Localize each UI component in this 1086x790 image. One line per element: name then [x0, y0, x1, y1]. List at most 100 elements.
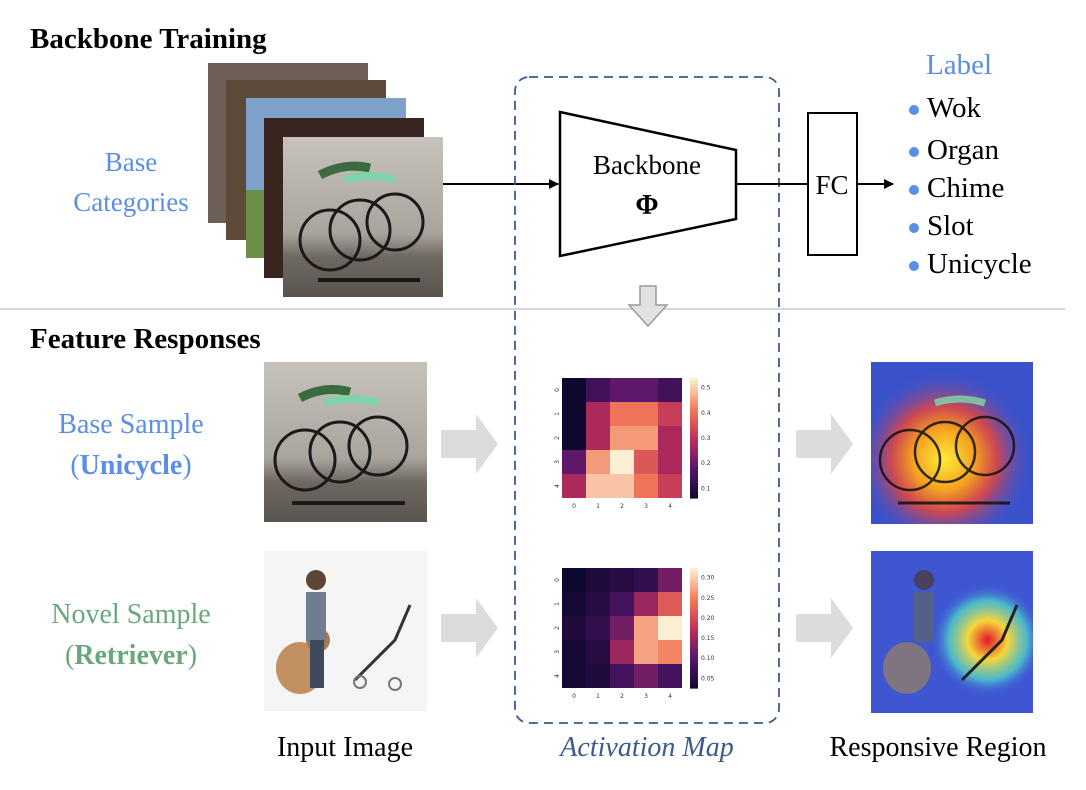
- base-category-image-stack: [208, 63, 443, 297]
- stack-image-front-unicycle: [283, 137, 443, 297]
- heatmap-x-tick: 4: [668, 693, 672, 700]
- colorbar-segment: [690, 676, 698, 680]
- colorbar-segment: [690, 435, 698, 439]
- colorbar-segment: [690, 580, 698, 584]
- gray-arrow-base-input: [441, 414, 498, 474]
- heatmap-cell: [562, 450, 586, 474]
- colorbar-segment: [690, 399, 698, 403]
- colorbar-segment: [690, 643, 698, 647]
- heatmap-cell: [562, 378, 586, 402]
- colorbar-segment: [690, 673, 698, 677]
- novel-responsive-region-image: [871, 551, 1033, 713]
- caption-activation-map: Activation Map: [558, 732, 733, 763]
- backbone-training-heading: Backbone Training: [30, 23, 267, 55]
- heatmap-cell: [562, 426, 586, 450]
- colorbar-segment: [690, 402, 698, 406]
- heatmap-cell: [586, 450, 610, 474]
- colorbar-segment: [690, 595, 698, 599]
- heatmap-y-tick: 4: [554, 484, 561, 488]
- colorbar-segment: [690, 661, 698, 665]
- colorbar-segment: [690, 411, 698, 415]
- colorbar-segment: [690, 438, 698, 442]
- heatmap-cell: [610, 592, 634, 616]
- novel-sample-close-paren: ): [188, 640, 197, 671]
- label-item-organ: Organ: [927, 134, 999, 166]
- heatmap-cell: [562, 474, 586, 498]
- caption-responsive-region: Responsive Region: [830, 732, 1047, 763]
- colorbar-segment: [690, 667, 698, 671]
- colorbar-segment: [690, 429, 698, 433]
- colorbar-segment: [690, 634, 698, 638]
- heatmap-y-tick: 0: [554, 388, 561, 392]
- heatmap-cell: [634, 592, 658, 616]
- heatmap-y-tick: 2: [554, 436, 561, 440]
- colorbar-segment: [690, 492, 698, 496]
- heatmap-cell: [610, 568, 634, 592]
- heatmap-cell: [634, 640, 658, 664]
- heatmap-cell: [634, 616, 658, 640]
- novel-sample-label: Novel Sample: [51, 599, 210, 630]
- colorbar-segment: [690, 483, 698, 487]
- colorbar-segment: [690, 646, 698, 650]
- backbone-phi-symbol: Φ: [635, 190, 658, 221]
- colorbar-tick: 0.25: [701, 595, 715, 602]
- heatmap-cell: [586, 592, 610, 616]
- colorbar-segment: [690, 655, 698, 659]
- label-title: Label: [926, 49, 992, 81]
- heatmap-y-tick: 2: [554, 626, 561, 630]
- colorbar-segment: [690, 447, 698, 451]
- heatmap-cell: [586, 664, 610, 688]
- base-categories-line1: Base: [105, 147, 158, 177]
- heatmap-x-tick: 3: [644, 503, 648, 510]
- base-sample-class: (Unicycle): [70, 450, 191, 481]
- colorbar-segment: [690, 387, 698, 391]
- colorbar-segment: [690, 571, 698, 575]
- colorbar-segment: [690, 631, 698, 635]
- heatmap-cell: [658, 568, 682, 592]
- heatmap-cell: [586, 474, 610, 498]
- colorbar-segment: [690, 607, 698, 611]
- novel-sample-class-name: Retriever: [74, 640, 187, 671]
- colorbar-tick: 0.30: [701, 575, 715, 582]
- colorbar-segment: [690, 604, 698, 608]
- colorbar-segment: [690, 414, 698, 418]
- heatmap-cell: [610, 664, 634, 688]
- colorbar-segment: [690, 474, 698, 478]
- heatmap-x-tick: 0: [572, 693, 576, 700]
- heatmap-x-tick: 1: [596, 693, 600, 700]
- colorbar-segment: [690, 489, 698, 493]
- heatmap-cell: [658, 592, 682, 616]
- heatmap-cell: [634, 450, 658, 474]
- colorbar-tick: 0.4: [701, 410, 711, 417]
- colorbar-segment: [690, 583, 698, 587]
- colorbar-segment: [690, 586, 698, 590]
- colorbar-segment: [690, 423, 698, 427]
- colorbar-segment: [690, 396, 698, 400]
- heatmap-cell: [658, 450, 682, 474]
- colorbar-segment: [690, 468, 698, 472]
- heatmap-y-tick: 0: [554, 578, 561, 582]
- colorbar-segment: [690, 465, 698, 469]
- base-sample-class-name: Unicycle: [80, 450, 183, 481]
- colorbar-segment: [690, 637, 698, 641]
- colorbar-segment: [690, 486, 698, 490]
- colorbar-segment: [690, 480, 698, 484]
- base-categories-line2: Categories: [73, 187, 188, 217]
- heatmap-x-tick: 0: [572, 503, 576, 510]
- colorbar-tick: 0.15: [701, 635, 715, 642]
- colorbar-tick: 0.2: [701, 460, 711, 467]
- unicycle-photo-shapes: [298, 161, 425, 282]
- colorbar-segment: [690, 619, 698, 623]
- colorbar-segment: [690, 477, 698, 481]
- label-bullet: [909, 105, 919, 115]
- colorbar-tick: 0.3: [701, 435, 711, 442]
- heatmap-cell: [586, 616, 610, 640]
- colorbar-segment: [690, 408, 698, 412]
- label-item-unicycle: Unicycle: [927, 248, 1032, 280]
- heatmap-cell: [634, 474, 658, 498]
- heatmap-cell: [586, 378, 610, 402]
- colorbar-segment: [690, 613, 698, 617]
- novel-input-image: [264, 551, 427, 711]
- label-bullet: [909, 223, 919, 233]
- heatmap-cell: [562, 568, 586, 592]
